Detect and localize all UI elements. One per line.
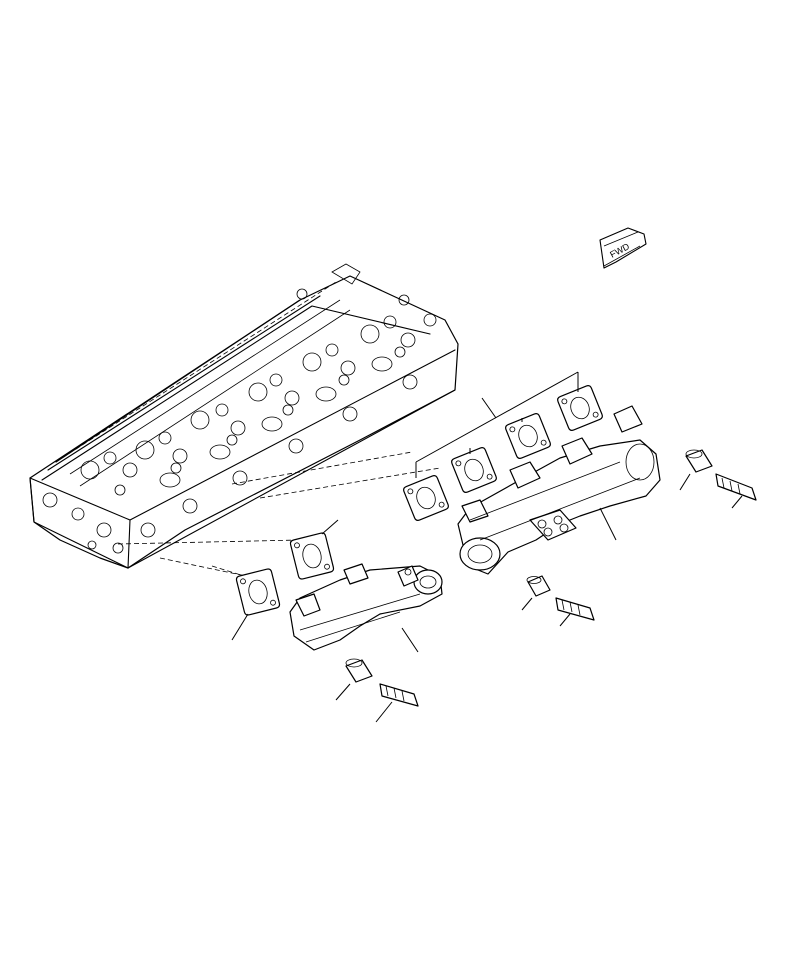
front-bolt: [375, 683, 419, 723]
gasket: [505, 413, 551, 459]
gasket: [451, 447, 497, 493]
cylinder-head: [29, 263, 459, 569]
rear-spacer-lower: [521, 575, 551, 611]
rear-bolt-lower: [555, 597, 595, 627]
gasket: [403, 475, 449, 521]
gasket: [289, 532, 335, 580]
rear-bolt-upper: [715, 473, 757, 509]
fwd-arrow-icon: FWD: [599, 227, 647, 269]
gasket: [235, 568, 281, 616]
rear-exhaust-manifold: [457, 405, 661, 575]
rear-manifold-gaskets: [403, 371, 603, 521]
gasket: [557, 385, 603, 431]
rear-spacer-upper: [679, 449, 713, 491]
front-manifold-gaskets: [231, 519, 339, 641]
alignment-lines: [117, 451, 441, 577]
front-exhaust-manifold: [289, 563, 443, 653]
front-spacer: [335, 658, 373, 701]
